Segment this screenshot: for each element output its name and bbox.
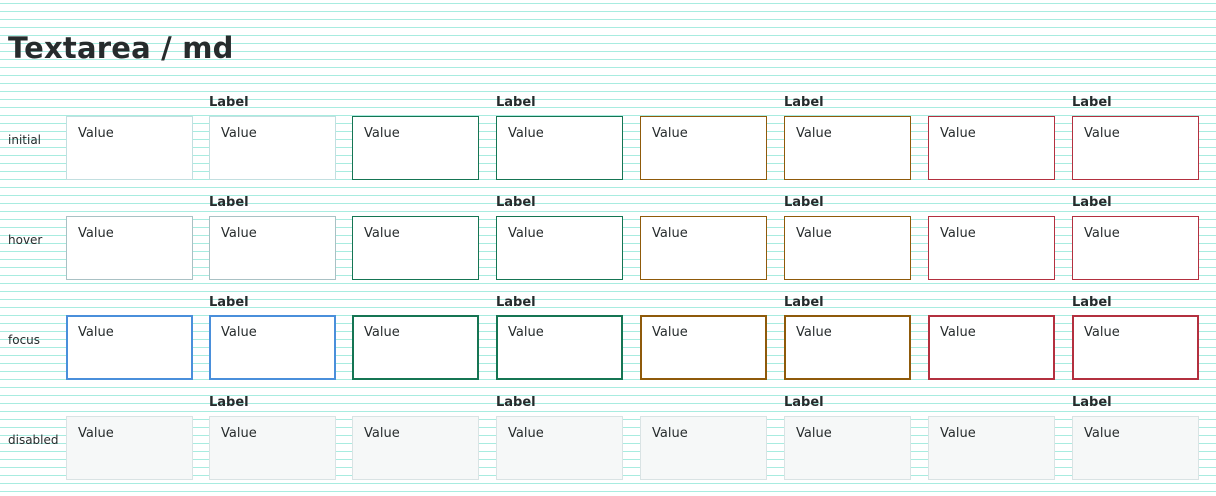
field-label: Label bbox=[784, 95, 824, 110]
textarea-default-hover[interactable]: Value bbox=[209, 216, 336, 280]
textarea-error-initial[interactable]: Value bbox=[1072, 116, 1199, 180]
field-label: Label bbox=[496, 95, 536, 110]
textarea-default-focus[interactable]: Value bbox=[209, 315, 336, 380]
textarea-success-focus[interactable]: Value bbox=[496, 315, 623, 380]
field-label: Label bbox=[209, 95, 249, 110]
textarea-success-focus[interactable]: Value bbox=[352, 315, 479, 380]
textarea-value: Value bbox=[796, 426, 832, 441]
textarea-warning-disabled: Value bbox=[640, 416, 767, 480]
textarea-default-focus[interactable]: Value bbox=[66, 315, 193, 380]
textarea-value: Value bbox=[508, 126, 544, 141]
textarea-value: Value bbox=[221, 325, 257, 340]
field-label: Label bbox=[784, 295, 824, 310]
textarea-success-initial[interactable]: Value bbox=[496, 116, 623, 180]
textarea-error-initial[interactable]: Value bbox=[928, 116, 1055, 180]
textarea-error-hover[interactable]: Value bbox=[928, 216, 1055, 280]
textarea-value: Value bbox=[78, 226, 114, 241]
field-label: Label bbox=[496, 195, 536, 210]
textarea-value: Value bbox=[78, 325, 114, 340]
field-label: Label bbox=[1072, 95, 1112, 110]
textarea-value: Value bbox=[364, 325, 400, 340]
field-label: Label bbox=[496, 295, 536, 310]
textarea-error-disabled: Value bbox=[928, 416, 1055, 480]
textarea-warning-hover[interactable]: Value bbox=[784, 216, 911, 280]
textarea-value: Value bbox=[508, 325, 544, 340]
textarea-value: Value bbox=[1084, 126, 1120, 141]
textarea-value: Value bbox=[364, 126, 400, 141]
textarea-default-hover[interactable]: Value bbox=[66, 216, 193, 280]
textarea-value: Value bbox=[1084, 426, 1120, 441]
row-label-disabled: disabled bbox=[8, 433, 59, 447]
textarea-error-focus[interactable]: Value bbox=[928, 315, 1055, 380]
textarea-value: Value bbox=[652, 426, 688, 441]
textarea-default-disabled: Value bbox=[209, 416, 336, 480]
field-label: Label bbox=[1072, 295, 1112, 310]
row-label-hover: hover bbox=[8, 233, 43, 247]
textarea-value: Value bbox=[508, 426, 544, 441]
textarea-value: Value bbox=[940, 325, 976, 340]
textarea-value: Value bbox=[796, 126, 832, 141]
textarea-value: Value bbox=[1084, 226, 1120, 241]
textarea-value: Value bbox=[364, 426, 400, 441]
textarea-value: Value bbox=[221, 426, 257, 441]
textarea-error-hover[interactable]: Value bbox=[1072, 216, 1199, 280]
field-label: Label bbox=[1072, 395, 1112, 410]
textarea-value: Value bbox=[364, 226, 400, 241]
textarea-warning-focus[interactable]: Value bbox=[640, 315, 767, 380]
textarea-success-initial[interactable]: Value bbox=[352, 116, 479, 180]
textarea-value: Value bbox=[796, 226, 832, 241]
textarea-warning-focus[interactable]: Value bbox=[784, 315, 911, 380]
textarea-value: Value bbox=[652, 126, 688, 141]
row-label-initial: initial bbox=[8, 133, 41, 147]
textarea-value: Value bbox=[796, 325, 832, 340]
textarea-warning-disabled: Value bbox=[784, 416, 911, 480]
textarea-value: Value bbox=[940, 226, 976, 241]
textarea-value: Value bbox=[508, 226, 544, 241]
textarea-value: Value bbox=[940, 426, 976, 441]
textarea-error-disabled: Value bbox=[1072, 416, 1199, 480]
textarea-default-disabled: Value bbox=[66, 416, 193, 480]
field-label: Label bbox=[209, 195, 249, 210]
textarea-value: Value bbox=[652, 325, 688, 340]
textarea-default-initial[interactable]: Value bbox=[209, 116, 336, 180]
field-label: Label bbox=[784, 395, 824, 410]
textarea-value: Value bbox=[940, 126, 976, 141]
field-label: Label bbox=[496, 395, 536, 410]
textarea-warning-hover[interactable]: Value bbox=[640, 216, 767, 280]
textarea-success-disabled: Value bbox=[352, 416, 479, 480]
textarea-warning-initial[interactable]: Value bbox=[640, 116, 767, 180]
page-title: Textarea / md bbox=[8, 31, 234, 65]
textarea-default-initial[interactable]: Value bbox=[66, 116, 193, 180]
textarea-value: Value bbox=[78, 426, 114, 441]
textarea-success-hover[interactable]: Value bbox=[496, 216, 623, 280]
field-label: Label bbox=[209, 395, 249, 410]
textarea-value: Value bbox=[652, 226, 688, 241]
textarea-error-focus[interactable]: Value bbox=[1072, 315, 1199, 380]
field-label: Label bbox=[209, 295, 249, 310]
textarea-warning-initial[interactable]: Value bbox=[784, 116, 911, 180]
field-label: Label bbox=[784, 195, 824, 210]
field-label: Label bbox=[1072, 195, 1112, 210]
textarea-success-hover[interactable]: Value bbox=[352, 216, 479, 280]
textarea-value: Value bbox=[221, 126, 257, 141]
textarea-value: Value bbox=[78, 126, 114, 141]
textarea-value: Value bbox=[221, 226, 257, 241]
textarea-value: Value bbox=[1084, 325, 1120, 340]
row-label-focus: focus bbox=[8, 333, 41, 347]
textarea-success-disabled: Value bbox=[496, 416, 623, 480]
